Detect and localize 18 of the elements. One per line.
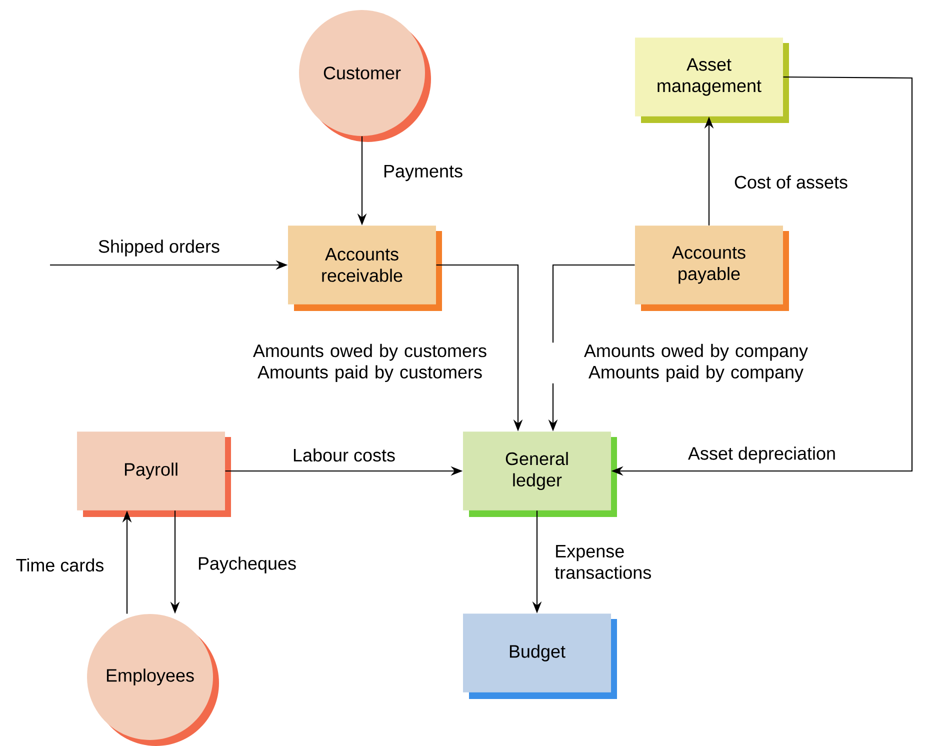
process-box: Asset management: [635, 38, 789, 123]
process-box: Payroll: [77, 432, 231, 517]
edge-label: Paycheques: [198, 556, 296, 574]
edge-label: Labour costs: [294, 448, 395, 462]
process-box: Budget: [463, 614, 617, 699]
edge-label: Amounts owed by company Amounts paid by company: [584, 344, 808, 382]
circle-node: Employees: [87, 614, 219, 746]
process-box: General ledger: [463, 432, 617, 517]
circle-node: Customer: [299, 10, 431, 142]
edge-label: Time cards: [16, 558, 104, 572]
edge-label: Amounts owed by customers Amounts paid by customers: [253, 344, 486, 382]
edge-label: Cost of assets: [734, 175, 848, 189]
edge-label: Expense transactions: [554, 545, 651, 579]
edge-label: Shipped orders: [98, 240, 220, 256]
process-box: Accounts payable: [635, 226, 789, 311]
process-box: Accounts receivable: [288, 226, 442, 311]
edge-label: Payments: [384, 164, 462, 182]
edge-label: Asset depreciation: [688, 446, 835, 464]
